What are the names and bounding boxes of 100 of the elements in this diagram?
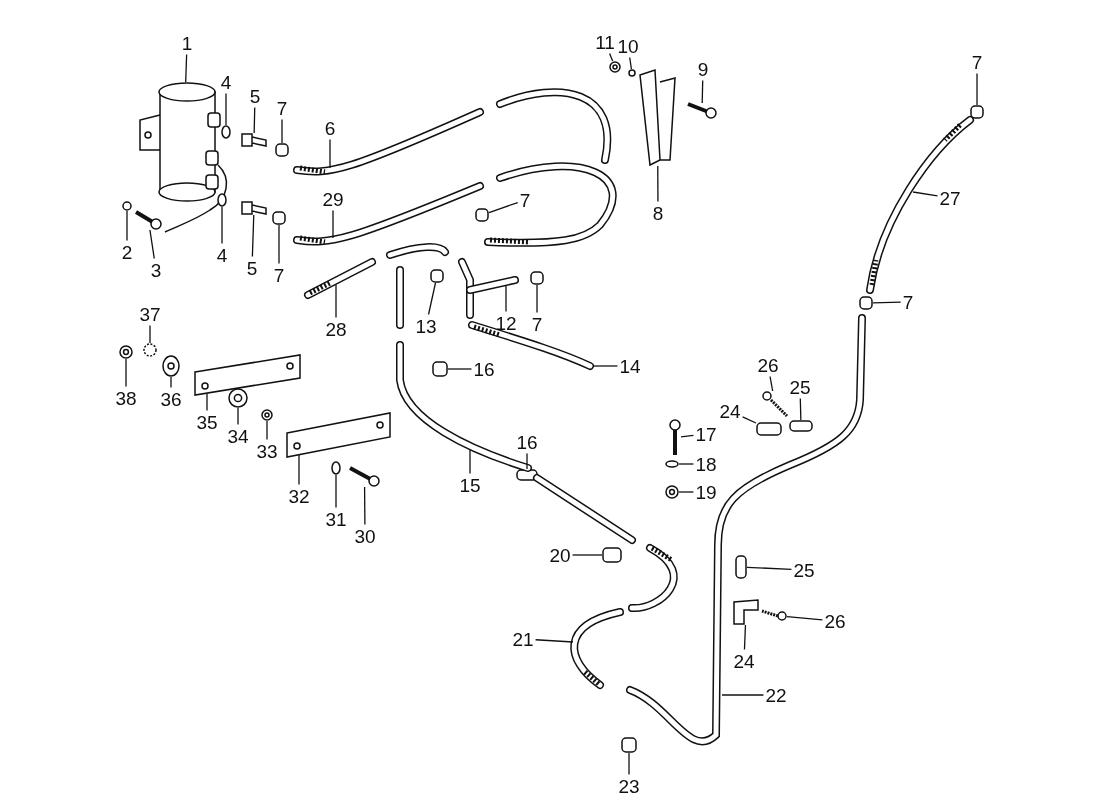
mounting-plate [194,354,301,396]
callout-number: 22 [764,684,788,706]
callout-number: 14 [618,355,642,377]
callout-number: 13 [414,315,438,337]
nut [609,61,621,73]
callout-number: 7 [901,291,915,313]
leader-line [701,79,704,104]
leader-line [185,53,188,83]
leader-line [251,214,255,258]
leader-line [206,393,208,412]
leader-line [335,284,337,319]
callout-number: 7 [275,97,289,119]
leader-line [253,106,256,134]
leader-line [363,486,366,526]
callout-number: 34 [226,425,250,447]
callout-number: 29 [321,188,345,210]
callout-number: 19 [694,481,718,503]
leader-line [298,454,300,486]
callout-number: 20 [548,544,572,566]
callout-number: 28 [324,318,348,340]
callout-number: 37 [138,303,162,325]
bolt [134,210,162,230]
callout-number: 5 [248,85,262,107]
callout-number: 8 [651,202,665,224]
callout-number: 11 [594,31,616,53]
leader-line [536,284,538,314]
leader-line [608,52,614,62]
callout-number: 27 [938,187,962,209]
leader-line [976,72,978,106]
washer [331,461,341,475]
callout-number: 30 [353,525,377,547]
washer [221,125,231,139]
callout-number: 7 [518,189,532,211]
hose [293,162,617,247]
nut [119,345,133,359]
hose-fitting [241,133,267,147]
leader-line [571,554,603,556]
callout-number: 26 [756,354,780,376]
leader-line [769,375,774,392]
callout-number: 7 [970,51,984,73]
callout-number: 2 [120,241,134,263]
callout-number: 26 [823,610,847,632]
leader-line [872,301,902,304]
callout-number: 16 [472,358,496,380]
leader-line [237,407,239,426]
leader-line [221,206,223,245]
washer [122,201,132,211]
callout-number: 6 [323,117,337,139]
leader-line [629,56,633,70]
leader-line [912,191,939,197]
callout-number: 32 [287,485,311,507]
callout-number: 9 [696,58,710,80]
callout-number: 25 [788,376,812,398]
leader-line [505,285,507,313]
bolt [687,102,717,119]
leader-line [427,282,437,316]
leader-line [125,358,127,388]
leader-line [126,210,128,242]
leader-line [329,138,331,169]
leader-line [799,397,802,421]
callout-number: 7 [272,264,286,286]
callout-number: 21 [511,628,535,650]
leader-line [678,463,695,465]
leader-line [469,449,471,475]
leader-line [526,452,528,470]
leader-line [447,368,473,370]
callout-number: 24 [718,400,742,422]
bolt [349,466,380,487]
callout-number: 23 [617,775,641,797]
leader-line [170,376,172,389]
callout-number: 10 [616,35,640,57]
leader-line [488,201,519,214]
callout-number: 18 [694,453,718,475]
callout-number: 12 [494,312,518,334]
leader-line [266,420,268,441]
lock-washer [143,343,157,357]
leader-line [628,752,630,776]
leader-line [281,118,283,144]
callout-number: 15 [458,474,482,496]
hose [570,544,678,689]
callout-number: 7 [530,313,544,335]
hose [293,88,612,176]
callout-number: 4 [215,244,229,266]
callout-number: 25 [792,559,816,581]
callout-number: 36 [159,388,183,410]
leader-line [678,491,695,493]
callout-number: 33 [255,440,279,462]
leader-line [721,694,765,696]
leader-line [149,229,155,260]
leader-line [534,639,574,643]
hose-strap [639,68,676,166]
leader-line [741,416,757,424]
hose-sleeve [859,296,873,310]
washer [628,69,636,77]
callout-number: 1 [180,32,194,54]
hose [866,116,974,294]
rubber-grommet [228,388,248,408]
leader-line [680,434,695,438]
mounting-plate [286,412,391,458]
hose-sleeve [272,211,286,225]
